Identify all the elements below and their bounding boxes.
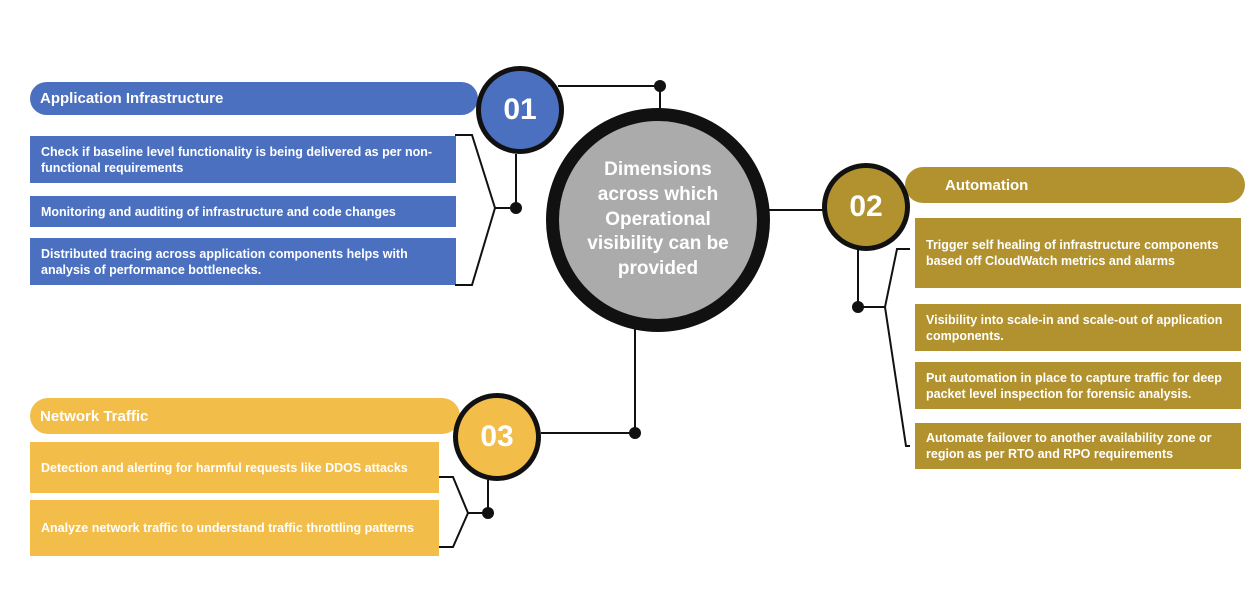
- brace-section-02: [883, 248, 910, 447]
- section-02-item-1: Trigger self healing of infrastructure c…: [915, 218, 1241, 288]
- junction-dot-01: [510, 202, 522, 214]
- section-03-item-2: Analyze network traffic to understand tr…: [30, 500, 439, 556]
- junction-dot-top: [654, 80, 666, 92]
- junction-dot-02: [852, 301, 864, 313]
- section-02-number-badge: 02: [822, 163, 910, 251]
- section-03-header-pill: Network Traffic: [30, 398, 460, 434]
- junction-dot-03: [482, 507, 494, 519]
- section-02-title: Automation: [945, 176, 1029, 194]
- brace-section-01: [455, 134, 497, 286]
- section-03-title: Network Traffic: [40, 407, 149, 425]
- section-03-item-1: Detection and alerting for harmful reque…: [30, 442, 439, 493]
- center-title: Dimensions across which Operational visi…: [587, 159, 729, 280]
- section-02-number: 02: [849, 190, 883, 223]
- section-02-item-2: Visibility into scale-in and scale-out o…: [915, 304, 1241, 351]
- section-01-number-badge: 01: [476, 66, 564, 154]
- junction-dot-bottom: [629, 427, 641, 439]
- section-02-item-3: Put automation in place to capture traff…: [915, 362, 1241, 409]
- section-01-item-2: Monitoring and auditing of infrastructur…: [30, 196, 456, 227]
- brace-section-03: [439, 476, 470, 548]
- section-03-number: 03: [480, 420, 514, 453]
- connector-center-to-03: [541, 329, 636, 434]
- section-02-item-4: Automate failover to another availabilit…: [915, 423, 1241, 469]
- section-01-header-pill: Application Infrastructure: [30, 82, 478, 115]
- section-01-item-3: Distributed tracing across application c…: [30, 238, 456, 285]
- section-01-number: 01: [503, 93, 537, 126]
- section-01-title: Application Infrastructure: [40, 90, 224, 107]
- center-circle: Dimensions across which Operational visi…: [546, 108, 770, 332]
- section-03-number-badge: 03: [453, 393, 541, 481]
- section-01-item-1: Check if baseline level functionality is…: [30, 136, 456, 183]
- section-02-header-pill: Automation: [905, 167, 1245, 203]
